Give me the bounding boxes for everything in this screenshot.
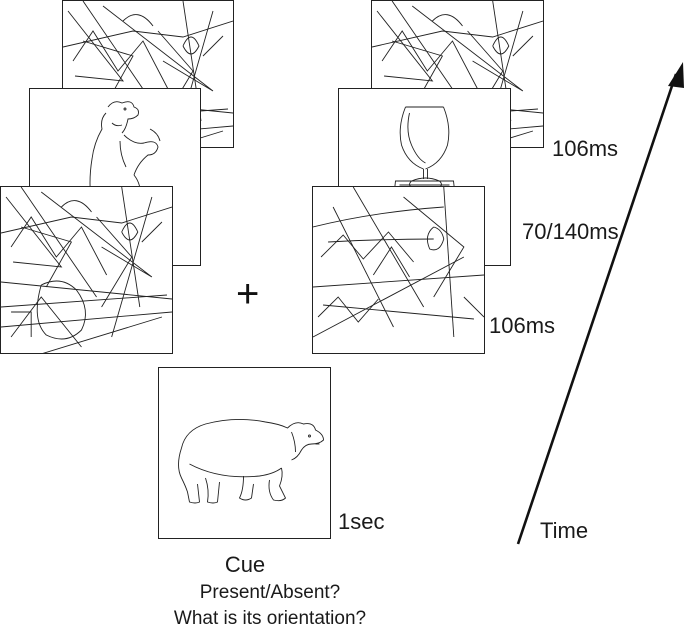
time-axis-label: Time	[540, 518, 589, 543]
right-mask-front-frame	[312, 186, 485, 354]
fixation-cross: +	[236, 272, 260, 316]
cue-title: Cue	[224, 552, 266, 577]
bear-icon	[159, 368, 330, 538]
cue-question-present: Present/Absent?	[199, 582, 341, 603]
mask-duration-label: 106ms	[489, 313, 556, 338]
target-soa-label: 70/140ms	[522, 219, 619, 244]
line-drawing-mask-icon	[313, 187, 484, 338]
left-mask-front-frame	[0, 186, 173, 354]
target-duration-label: 106ms	[552, 136, 619, 161]
cue-frame	[158, 367, 331, 539]
time-arrow	[500, 62, 684, 550]
line-drawing-mask-icon	[1, 187, 172, 353]
cue-duration-label: 1sec	[338, 509, 385, 534]
cue-question-orientation: What is its orientation?	[173, 608, 367, 629]
